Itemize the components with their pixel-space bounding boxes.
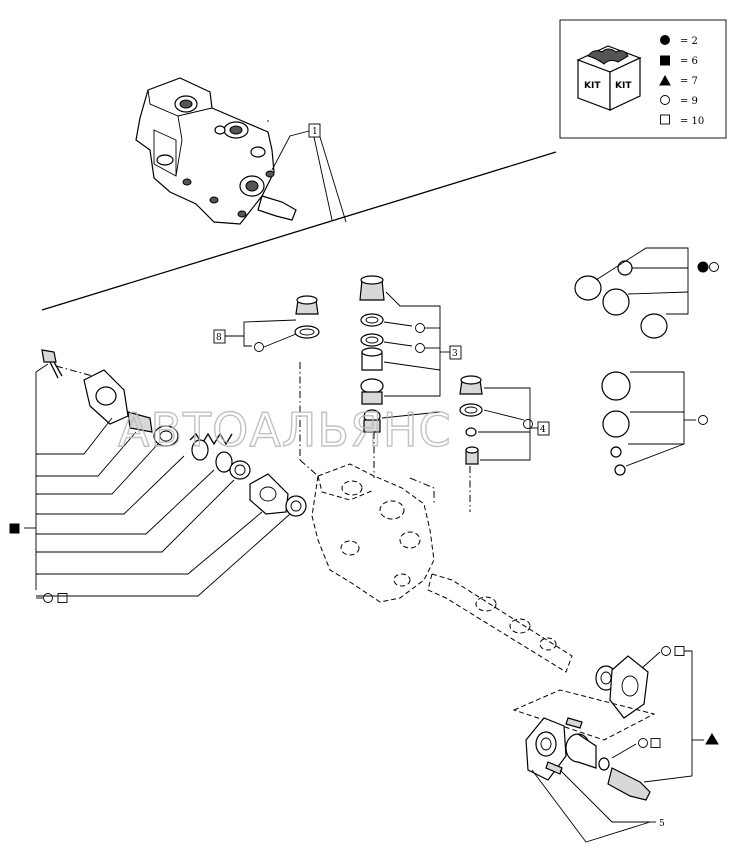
hollow-circle-icon <box>254 342 264 352</box>
ref-label-3: 3 <box>452 349 458 359</box>
hollow-circle-icon <box>415 323 425 333</box>
hollow-circle-icon <box>43 593 53 603</box>
hollow-square-icon <box>660 114 670 125</box>
ref-box-4 <box>537 421 550 436</box>
hollow-circle-icon <box>415 343 425 353</box>
hollow-circle-icon <box>660 95 670 105</box>
hollow-circle-icon <box>523 419 533 429</box>
ref-label-8: 8 <box>216 333 222 343</box>
plug-group-4: 4 <box>459 375 550 465</box>
valve-section-assembly <box>135 77 297 225</box>
hollow-circle-icon <box>661 646 671 656</box>
hollow-square-icon <box>57 593 68 603</box>
legend-value-6: = 6 <box>680 56 698 67</box>
watermark-text: АВТОАЛЬЯНС <box>118 403 452 457</box>
ref-box-1 <box>308 123 321 138</box>
bottom-right-assembly: 5 <box>512 646 719 843</box>
hollow-circle-icon <box>709 262 719 272</box>
kit-label-right: KIT <box>615 81 632 91</box>
hollow-circle-icon <box>698 415 708 425</box>
filled-circle-icon <box>660 35 670 45</box>
kit-box-icon: KIT KIT <box>576 45 642 111</box>
kit-label-left: KIT <box>584 81 601 91</box>
legend-value-7: = 7 <box>680 76 698 87</box>
spool <box>427 573 573 673</box>
o-ring-group-middle <box>601 371 708 476</box>
ref-label-5: 5 <box>659 819 665 829</box>
ref-label-1: 1 <box>312 127 318 137</box>
filled-square-icon <box>9 523 20 534</box>
hollow-square-icon <box>674 646 685 656</box>
legend-value-10: = 10 <box>680 116 704 127</box>
filled-triangle-icon <box>659 74 671 86</box>
legend-value-9: = 9 <box>680 96 698 107</box>
left-bracket-leaders <box>9 363 291 603</box>
hollow-circle-icon <box>638 738 648 748</box>
legend-value-2: = 2 <box>680 36 698 47</box>
kit-legend: KIT KIT = 2 = 6 = 7 = 9 = 10 <box>559 19 727 139</box>
section-divider <box>41 151 557 311</box>
ref-box-3 <box>449 345 462 360</box>
valve-body <box>311 463 435 603</box>
o-ring-group-top <box>574 247 719 339</box>
ref-label-4: 4 <box>540 425 546 435</box>
filled-circle-icon <box>697 261 709 273</box>
plug-group-3: 3 <box>359 275 462 433</box>
ref-box-8 <box>213 329 226 344</box>
hollow-square-icon <box>650 738 661 748</box>
filled-triangle-icon <box>705 733 719 745</box>
left-exploded-parts <box>41 349 307 517</box>
plug-group-8: 8 <box>213 295 320 352</box>
filled-square-icon <box>660 55 670 66</box>
